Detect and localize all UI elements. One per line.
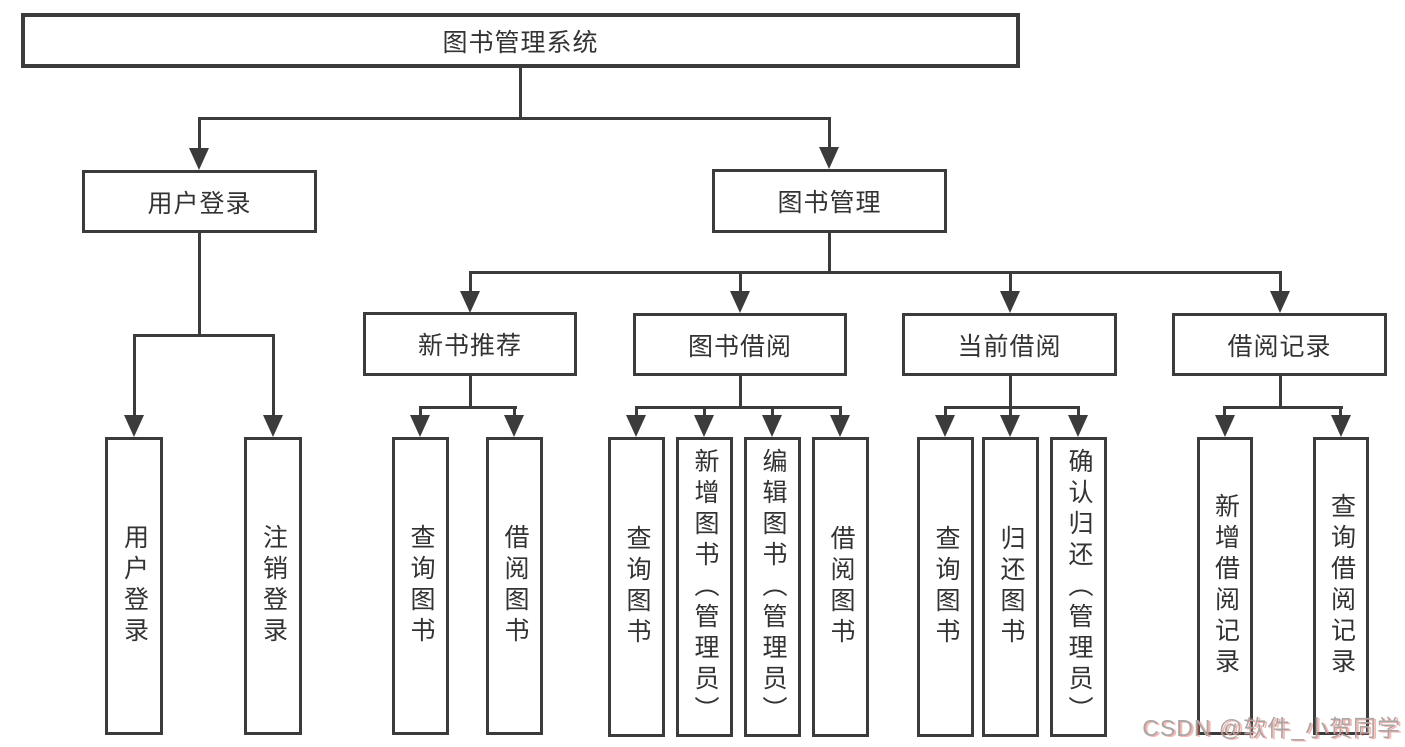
arrow-down-icon: [460, 291, 480, 313]
leaf-bb-add-books-admin: 新增图书（管理员）: [676, 437, 733, 737]
node-new-book-recommend: 新书推荐: [363, 312, 577, 376]
connector-line: [1223, 406, 1226, 419]
arrow-down-icon: [1000, 415, 1020, 437]
leaf-label: 确认归还（管理员）: [1065, 447, 1093, 727]
connector-line: [944, 406, 947, 419]
leaf-cb-return-books: 归还图书: [982, 437, 1039, 737]
leaf-label: 查询图书: [407, 524, 435, 648]
connector-line: [1279, 376, 1282, 409]
leaf-nbr-borrow-books: 借阅图书: [486, 437, 543, 735]
connector-line: [469, 271, 1281, 274]
connector-line: [1279, 271, 1282, 294]
arrow-down-icon: [935, 415, 955, 437]
connector-line: [739, 376, 742, 409]
arrow-down-icon: [189, 148, 209, 170]
connector-line: [272, 334, 275, 419]
node-label: 图书借阅: [687, 332, 792, 361]
node-book-borrow: 图书借阅: [633, 313, 847, 376]
connector-line: [1009, 271, 1012, 294]
leaf-br-query-record: 查询借阅记录: [1313, 437, 1369, 735]
arrow-down-icon: [1331, 415, 1351, 437]
node-label: 借阅记录: [1227, 332, 1332, 361]
leaf-label: 归还图书: [997, 525, 1025, 649]
leaf-cb-confirm-return-admin: 确认归还（管理员）: [1050, 437, 1107, 737]
leaf-user-login: 用户登录: [105, 437, 163, 735]
connector-line: [839, 406, 842, 419]
connector-line: [635, 406, 638, 419]
arrow-down-icon: [626, 415, 646, 437]
node-label: 图书管理: [777, 189, 882, 217]
connector-line: [828, 117, 831, 150]
connector-line: [198, 117, 201, 151]
arrow-down-icon: [694, 415, 714, 437]
connector-line: [519, 68, 522, 120]
leaf-label: 查询图书: [932, 525, 960, 649]
connector-line: [469, 376, 472, 409]
node-user-login: 用户登录: [82, 170, 317, 233]
leaf-br-add-record: 新增借阅记录: [1197, 437, 1253, 735]
leaf-bb-query-books: 查询图书: [608, 437, 665, 737]
leaf-label: 编辑图书（管理员）: [759, 447, 787, 727]
leaf-label: 借阅图书: [501, 524, 529, 648]
node-label: 用户登录: [147, 189, 252, 218]
leaf-label: 用户登录: [120, 524, 149, 648]
leaf-label: 借阅图书: [827, 525, 855, 649]
leaf-label: 注销登录: [259, 524, 288, 648]
node-current-borrow: 当前借阅: [902, 313, 1117, 376]
csdn-watermark: CSDN @软件_小贺同学: [1142, 715, 1401, 741]
arrow-down-icon: [263, 415, 283, 437]
connector-line: [1077, 406, 1080, 419]
arrow-down-icon: [1000, 291, 1020, 313]
node-library-system: 图书管理系统: [21, 13, 1020, 68]
connector-line: [771, 406, 774, 419]
arrow-down-icon: [1270, 291, 1290, 313]
connector-line: [133, 334, 275, 337]
connector-line: [828, 233, 831, 274]
leaf-label: 新增图书（管理员）: [691, 447, 719, 727]
leaf-label: 新增借阅记录: [1211, 493, 1240, 679]
leaf-nbr-query-books: 查询图书: [392, 437, 449, 735]
leaf-bb-borrow-books: 借阅图书: [812, 437, 869, 737]
arrow-down-icon: [830, 415, 850, 437]
node-label: 新书推荐: [417, 332, 522, 360]
node-label: 当前借阅: [957, 332, 1062, 361]
leaf-bb-edit-books-admin: 编辑图书（管理员）: [744, 437, 801, 737]
leaf-logout-login: 注销登录: [244, 437, 302, 735]
leaf-label: 查询图书: [623, 525, 651, 649]
connector-line: [198, 233, 201, 337]
connector-line: [1223, 406, 1343, 409]
connector-line: [944, 406, 1080, 409]
connector-line: [198, 117, 831, 120]
leaf-cb-query-books: 查询图书: [917, 437, 974, 737]
connector-line: [1009, 376, 1012, 409]
arrow-down-icon: [762, 415, 782, 437]
arrow-down-icon: [504, 415, 524, 437]
arrow-down-icon: [1215, 415, 1235, 437]
connector-line: [513, 406, 516, 419]
connector-line: [469, 271, 472, 294]
connector-line: [419, 406, 517, 409]
node-borrow-records: 借阅记录: [1172, 313, 1387, 376]
connector-line: [133, 334, 136, 419]
arrow-down-icon: [410, 415, 430, 437]
arrow-down-icon: [124, 415, 144, 437]
connector-line: [419, 406, 422, 419]
connector-line: [1009, 406, 1012, 419]
connector-line: [1339, 406, 1342, 419]
node-book-management: 图书管理: [712, 169, 947, 233]
connector-line: [703, 406, 706, 419]
connector-line: [739, 271, 742, 294]
arrow-down-icon: [1068, 415, 1088, 437]
node-label: 图书管理系统: [442, 28, 599, 57]
arrow-down-icon: [819, 147, 839, 169]
arrow-down-icon: [730, 291, 750, 313]
connector-line: [635, 406, 842, 409]
leaf-label: 查询借阅记录: [1327, 493, 1356, 679]
